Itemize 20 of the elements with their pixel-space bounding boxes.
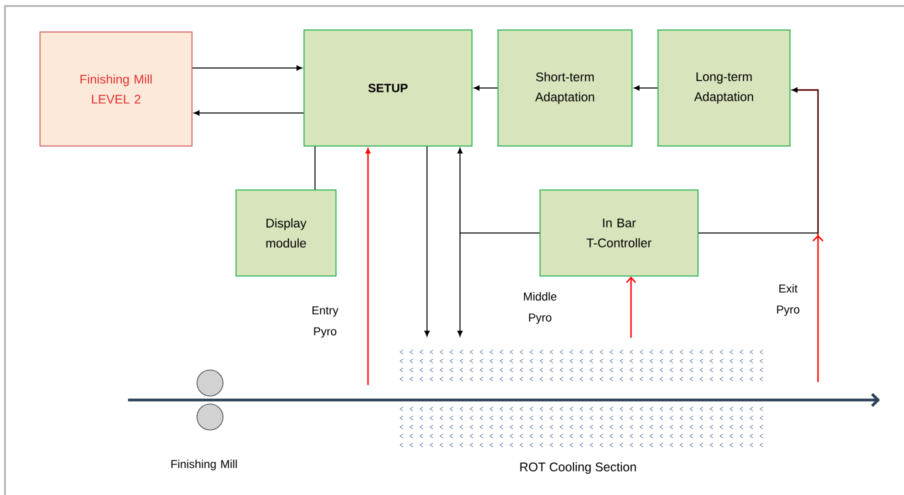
arrow — [634, 85, 658, 91]
section-label: ROT Cooling Section — [520, 462, 636, 474]
text-label: Exit Pyro — [777, 284, 800, 316]
arrow — [366, 148, 370, 385]
arrow — [192, 65, 302, 71]
arrow — [194, 110, 304, 116]
process-box: Long-term Adaptation — [658, 30, 790, 146]
process-box: In Bar T-Controller — [540, 190, 698, 276]
arrow — [424, 146, 430, 336]
process-box: Short-term Adaptation — [498, 30, 632, 146]
process-box: SETUP — [304, 30, 472, 146]
text-label: Finishing Mill — [171, 460, 237, 470]
arrow — [474, 85, 498, 91]
arrow — [626, 276, 636, 338]
arrow — [698, 87, 818, 234]
text-label: Middle Pyro — [524, 292, 556, 324]
process-box: Display module — [236, 190, 336, 276]
arrow — [457, 232, 540, 336]
system-box: Finishing Mill LEVEL 2 — [40, 32, 192, 146]
text-label: Entry Pyro — [312, 306, 338, 338]
